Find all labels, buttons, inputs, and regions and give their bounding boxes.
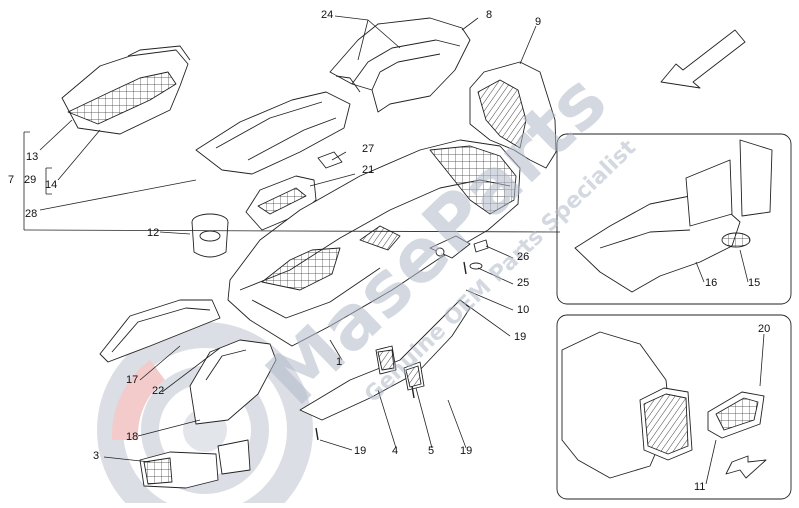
callout-10: 10 [517,304,530,316]
callout-11: 11 [694,481,706,493]
part-10-bracket [429,235,471,259]
callout-19-right: 19 [514,331,527,343]
callout-3: 3 [93,450,100,462]
inset-box-bottom [556,314,792,500]
part-21-bezel [245,175,317,231]
part-8-lid [329,17,471,113]
callout-19-mid: 19 [354,445,367,457]
part-3-outlet [139,439,251,489]
callout-4: 4 [392,445,399,457]
part-4-duct [299,299,471,421]
callout-21: 21 [362,164,375,176]
callout-8: 8 [486,9,493,21]
part-1-console-body [227,139,521,347]
callout-15: 15 [748,277,761,289]
leader-lines [23,15,765,485]
callout-17: 17 [126,374,139,386]
part-28-tray [195,91,351,175]
part-27-plate [317,151,343,169]
callout-9: 9 [535,16,542,28]
callout-14: 14 [45,179,58,191]
callout-29: 29 [24,174,37,186]
callout-22: 22 [152,385,165,397]
part-12-cup [191,213,229,258]
part-13-armrest-lid [61,45,191,135]
callout-19-low: 19 [460,445,473,457]
callout-25: 25 [517,277,530,289]
callout-24: 24 [321,9,334,21]
callout-26: 26 [517,251,530,263]
callout-27: 27 [362,143,375,155]
part-26-clip [473,239,489,253]
callout-13: 13 [26,151,39,163]
callout-1: 1 [336,356,343,368]
part-25-ring [469,262,483,270]
callout-16: 16 [705,277,718,289]
callout-18: 18 [126,431,139,443]
inset-box-top [556,133,792,305]
direction-arrow-top [660,29,746,89]
callout-7: 7 [8,174,15,186]
callout-28: 28 [25,208,38,220]
callout-12: 12 [147,227,160,239]
part-19-screws [315,261,467,441]
callout-20: 20 [758,323,771,335]
callout-5: 5 [428,445,435,457]
part-17-side-panel [99,299,221,363]
part-9-rear-cover [469,61,557,169]
part-5-vent [403,361,425,391]
